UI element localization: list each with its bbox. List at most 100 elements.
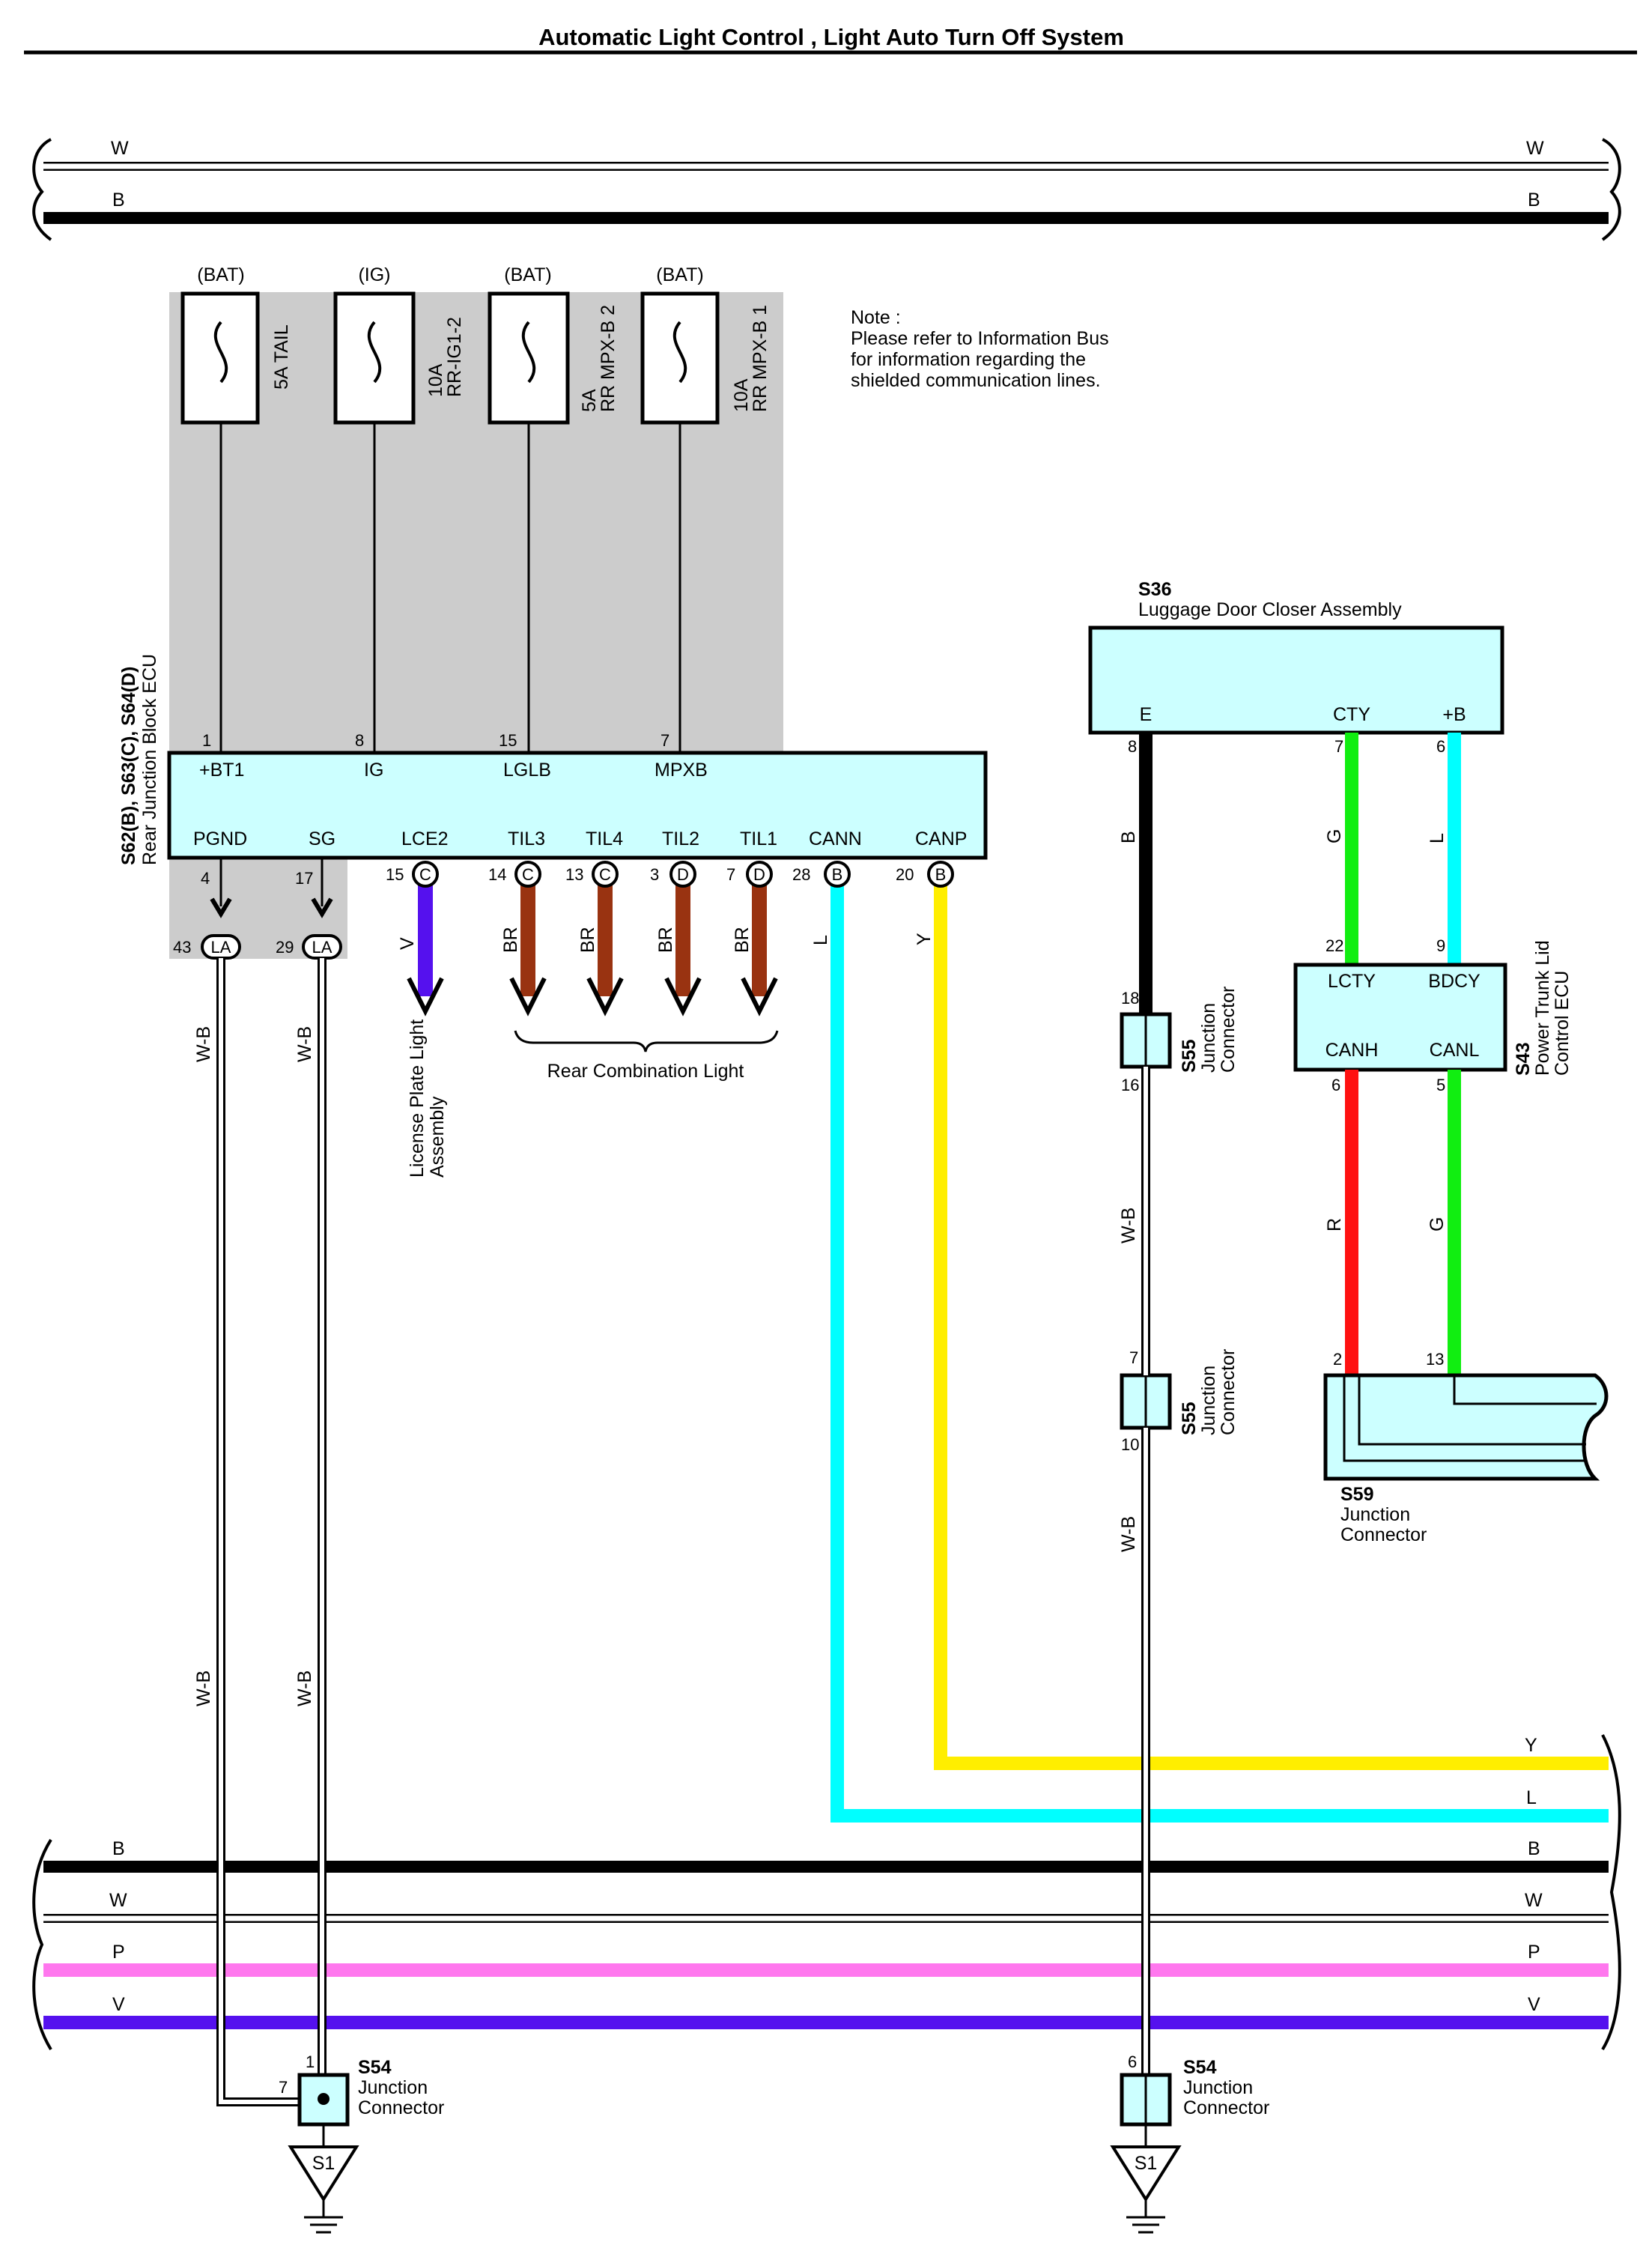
fuse-icon: [367, 321, 382, 384]
bus-label: W: [1525, 1890, 1543, 1911]
top-bus-left-brace: [32, 138, 52, 241]
bus-label: B: [112, 1838, 125, 1859]
wire-label: V: [397, 937, 418, 950]
ecu-terminal: LGLB: [503, 760, 551, 781]
svg-text:B: B: [832, 865, 843, 884]
bus-label: Y: [1525, 1735, 1537, 1756]
fuse-box: [640, 291, 720, 425]
fuse-rr-mpx-b2: (BAT) 5A RR MPX-B 2 15: [488, 264, 619, 750]
bottom-bus-right-brace: [1601, 1734, 1621, 2051]
pin-number: 28: [792, 865, 810, 884]
license-plate-label: Assembly: [427, 1096, 448, 1178]
fuse-icon: [213, 321, 228, 384]
ecu-code: S62(B), S63(C), S64(D): [118, 667, 139, 865]
component-code: S43: [1513, 1043, 1534, 1076]
wire-label: W-B: [1118, 1516, 1139, 1552]
ecu-name: Rear Junction Block ECU: [139, 654, 160, 865]
junction-code: S55: [1179, 1402, 1200, 1435]
ground-icon: [288, 2145, 359, 2202]
component-name: Luggage Door Closer Assembly: [1138, 599, 1402, 620]
pin-number: 43: [173, 938, 191, 957]
pin-number: 13: [565, 865, 583, 884]
fuse-supply-label: (IG): [358, 264, 390, 285]
top-bus-b-label-right: B: [1528, 190, 1540, 210]
top-bus-w-label-right: W: [1526, 138, 1544, 159]
ground-icon: [1110, 2145, 1182, 2202]
terminal-label: E: [1140, 704, 1153, 725]
junction-name: Junction: [1198, 1366, 1219, 1435]
wire-label: BR: [732, 927, 753, 953]
terminal-label: CTY: [1333, 704, 1370, 725]
ecu-terminal: IG: [364, 760, 383, 781]
s43-can-wires: R G: [1324, 1070, 1461, 1375]
ecu-terminal: TIL2: [662, 828, 699, 849]
s54-right-junction: 6 S54 Junction Connector S1: [1110, 2052, 1269, 2234]
pin-number: 8: [1128, 737, 1137, 756]
ground-wires-right: W-B W-B: [1118, 1067, 1150, 2075]
arrow-icon: [664, 977, 702, 1017]
bus-label: L: [1526, 1787, 1537, 1808]
fuse-pin: 8: [355, 731, 364, 750]
wire-label: W-B: [1118, 1208, 1139, 1243]
fuse-box: [488, 291, 570, 425]
pin-number: 9: [1436, 936, 1445, 955]
svg-text:LA: LA: [312, 938, 332, 957]
junction-code: S55: [1179, 1039, 1200, 1073]
note-line: Please refer to Information Bus: [851, 328, 1109, 349]
pin-number: 6: [1128, 2052, 1137, 2071]
terminal-label: BDCY: [1428, 971, 1481, 992]
wire-label: B: [1118, 831, 1139, 843]
ecu-terminal: +BT1: [199, 760, 244, 781]
rear-combination-label: Rear Combination Light: [547, 1061, 744, 1082]
terminal-label: CANL: [1430, 1040, 1480, 1061]
s54-left-junction: 1 7 S54 Junction Connector S1: [279, 2052, 444, 2234]
can-wires: B B L Y: [810, 861, 1609, 1823]
output-wires: V BR BR BR BR: [397, 884, 778, 1017]
pin-number: 17: [295, 869, 313, 888]
pin-number: 2: [1333, 1350, 1342, 1369]
pin-number: 16: [1121, 1076, 1139, 1094]
junction-name: Connector: [1340, 1524, 1427, 1545]
wire-label: W-B: [193, 1670, 214, 1706]
pin-number: 14: [488, 865, 506, 884]
connector-body: [1323, 1373, 1609, 1481]
fuse-icon: [521, 321, 536, 384]
junction-name: Junction: [1340, 1504, 1410, 1525]
junction-name: Connector: [1183, 2097, 1269, 2118]
rear-junction-block-ecu: S62(B), S63(C), S64(D) Rear Junction Blo…: [118, 654, 988, 865]
fuse-pin: 7: [661, 731, 669, 750]
ground-label: S1: [1135, 2153, 1158, 2174]
wire-label: Y: [914, 933, 935, 945]
pin-number: 7: [1334, 737, 1343, 756]
svg-text:D: D: [677, 865, 689, 884]
note-line: for information regarding the: [851, 349, 1086, 370]
ecu-terminal: TIL1: [740, 828, 777, 849]
bus-label: P: [112, 1942, 125, 1963]
pin-number: 7: [1129, 1348, 1138, 1367]
connector-markers: C C C D D: [412, 861, 773, 888]
bus-label: V: [1528, 1994, 1540, 2015]
bus-label: W: [109, 1890, 127, 1911]
component-box: [1088, 625, 1504, 735]
bus-label: B: [1528, 1838, 1540, 1859]
fuse-supply-label: (BAT): [197, 264, 244, 285]
top-bus-right-brace: [1601, 138, 1621, 241]
svg-text:C: C: [522, 865, 534, 884]
arrow-icon: [586, 977, 624, 1017]
s36-wires: B G L: [1118, 733, 1461, 1014]
arrow-icon: [407, 977, 444, 1017]
wire-label: L: [810, 935, 831, 945]
fuse-wires: [219, 422, 681, 753]
junction-code: S54: [1183, 2057, 1217, 2078]
pin-number: 7: [279, 2078, 288, 2097]
fuse-name: RR MPX-B 1: [750, 305, 771, 412]
junction-code: S59: [1340, 1484, 1373, 1505]
wire-l: [830, 884, 1609, 1823]
component-box: [1293, 963, 1507, 1072]
pin-number: 6: [1436, 737, 1445, 756]
component-code: S36: [1138, 579, 1171, 600]
s55-upper-junction: 18 16 S55 Junction Connector: [1120, 987, 1239, 1094]
arrow-icon: [311, 897, 333, 918]
svg-text:C: C: [599, 865, 611, 884]
